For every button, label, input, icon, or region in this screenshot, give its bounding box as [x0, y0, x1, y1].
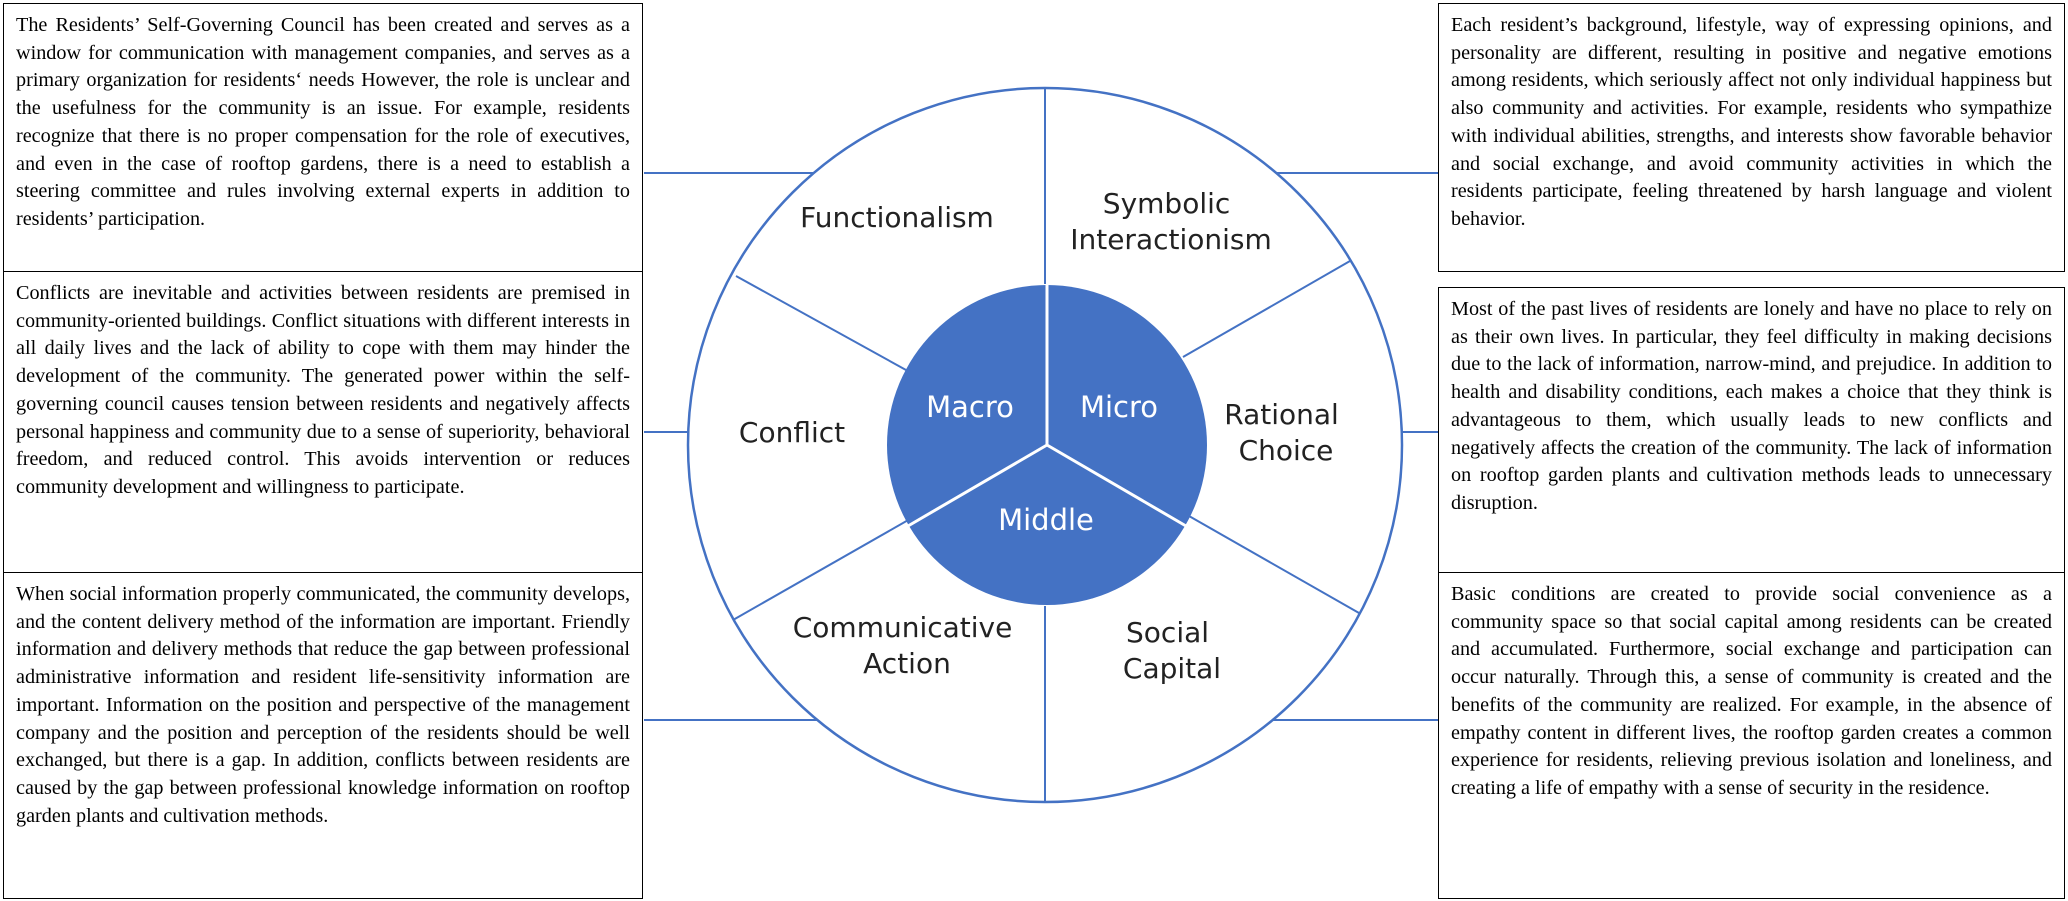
social-capital-label-line1: Social	[1126, 616, 1209, 649]
rational-choice-label-line2: Choice	[1239, 434, 1334, 467]
communicative-action-label: Communicative Action	[793, 611, 1022, 680]
functionalism-description: The Residents’ Self-Governing Council ha…	[3, 3, 643, 272]
spokes	[732, 88, 1360, 802]
spoke-lower-left	[732, 518, 911, 621]
macro-label: Macro	[926, 390, 1014, 424]
spoke-upper-right	[1182, 260, 1351, 358]
conflict-label: Conflict	[739, 416, 845, 449]
inner-divider-right	[1046, 443, 1187, 528]
rational-choice-description: Most of the past lives of residents are …	[1438, 287, 2065, 573]
middle-label: Middle	[998, 503, 1094, 537]
symbolic-interactionism-label: Symbolic Interactionism	[1070, 187, 1272, 256]
communicative-action-description: When social information properly communi…	[3, 572, 643, 899]
symbolic-interactionism-label-line2: Interactionism	[1070, 223, 1272, 256]
symbolic-interactionism-label-line1: Symbolic	[1103, 187, 1230, 220]
symbolic-interactionism-description: Each resident’s background, lifestyle, w…	[1438, 3, 2065, 272]
communicative-action-label-line2: Action	[863, 647, 951, 680]
communicative-action-label-line1: Communicative	[793, 611, 1013, 644]
conflict-description: Conflicts are inevitable and activities …	[3, 271, 643, 573]
conflict-label-line1: Conflict	[739, 416, 845, 449]
spoke-lower-right	[1188, 515, 1360, 614]
micro-label: Micro	[1080, 390, 1158, 424]
rational-choice-label: Rational Choice	[1224, 398, 1347, 467]
social-capital-label-line2: Capital	[1123, 652, 1221, 685]
inner-divider-left	[907, 443, 1048, 528]
inner-dividers	[907, 285, 1187, 528]
rational-choice-label-line1: Rational	[1224, 398, 1339, 431]
functionalism-label-line1: Functionalism	[800, 201, 994, 234]
social-capital-label: Social Capital	[1123, 616, 1221, 685]
functionalism-label: Functionalism	[800, 201, 994, 234]
social-capital-description: Basic conditions are created to provide …	[1438, 572, 2065, 899]
spoke-upper-left	[735, 275, 907, 371]
connector-lines	[644, 172, 1438, 721]
